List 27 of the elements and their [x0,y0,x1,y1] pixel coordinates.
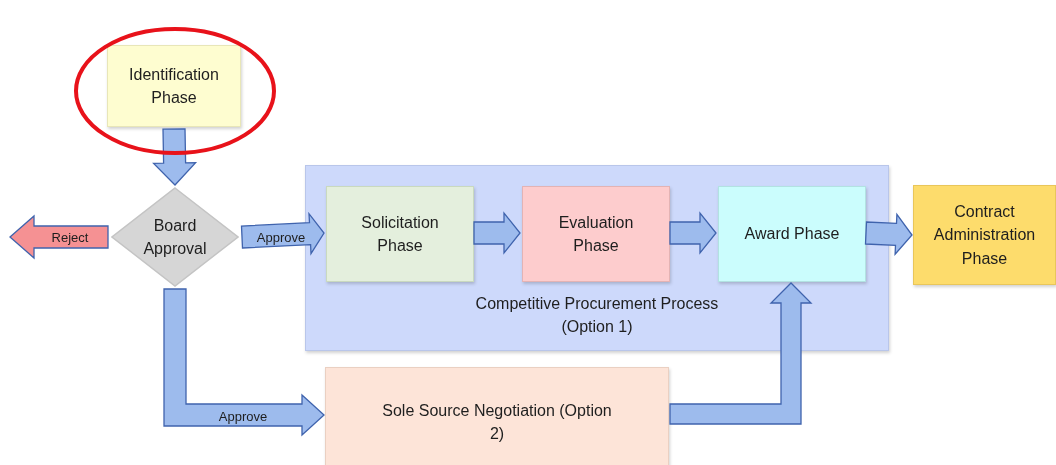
phase-box [326,186,474,282]
phase-box [913,185,1056,285]
block-arrow [669,282,813,425]
node-text: Competitive Procurement Process (Option 1) [474,293,720,337]
process-box [325,367,669,465]
edge-label: Approve [256,229,306,245]
node-text: Board Approval [142,215,208,259]
process-group-box [305,165,889,351]
block-arrow [163,288,325,437]
node-text: Contract Administration Phase [932,202,1037,269]
node-text: Solicitation Phase [360,212,440,256]
node-text: Evaluation Phase [557,212,635,256]
decision-diamond [110,186,240,288]
block-arrow [152,128,198,186]
node-text: Identification Phase [128,64,220,108]
block-arrow [9,214,109,260]
phase-box [718,186,866,282]
phase-box [107,45,241,127]
phase-box [522,186,670,282]
block-arrow [669,211,717,255]
block-arrow [240,211,325,256]
edge-label: Reject [51,229,89,245]
node-text: Sole Source Negotiation (Option 2) [382,400,612,444]
node-text: Award Phase [744,224,840,245]
block-arrow [864,212,913,257]
block-arrow [473,211,521,255]
edge-label: Approve [218,408,268,424]
